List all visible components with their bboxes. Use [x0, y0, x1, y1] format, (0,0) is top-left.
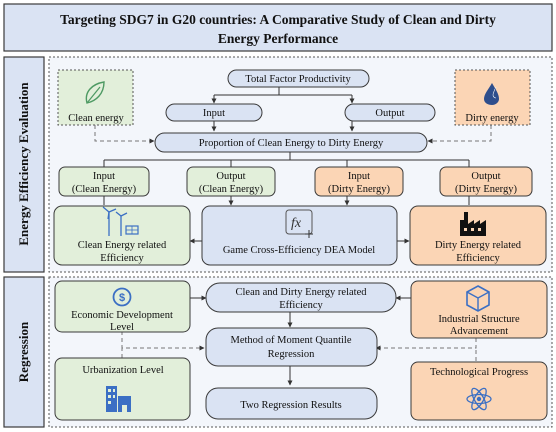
function-icon: fx	[285, 209, 313, 238]
section-label-efficiency	[3, 56, 45, 273]
title-box	[3, 3, 553, 52]
regression-results-label: Two Regression Results	[240, 400, 341, 411]
section-label-regression	[3, 276, 45, 428]
wind-solar-icon	[102, 206, 139, 236]
oil-drop-icon	[484, 83, 499, 105]
industrial-structure-l1: Industrial Structure	[438, 314, 520, 325]
regression-results-box	[205, 387, 378, 420]
clean-output-l2: (Clean Energy)	[199, 184, 264, 195]
svg-text:fx: fx	[291, 216, 302, 231]
input-label: Input	[203, 108, 225, 119]
dea-label: Game Cross-Efficiency DEA Model	[223, 245, 375, 256]
clean-dirty-efficiency-l2: Efficiency	[279, 300, 323, 311]
section-efficiency-text: Energy Efficiency Evaluation	[16, 82, 31, 246]
clean-energy-box	[57, 69, 134, 126]
dirty-efficiency-l2: Efficiency	[456, 253, 500, 264]
output-label: Output	[375, 108, 404, 119]
title-line-1: Targeting SDG7 in G20 countries: A Compa…	[60, 12, 496, 27]
clean-dirty-efficiency-box	[205, 282, 397, 313]
section-regression-text: Regression	[16, 321, 31, 382]
clean-energy-label: Clean energy	[68, 113, 124, 124]
clean-efficiency-box	[53, 205, 191, 266]
mmqr-l1: Method of Moment Quantile	[230, 335, 351, 346]
dirty-efficiency-l1: Dirty Energy related	[435, 240, 522, 251]
clean-input-l2: (Clean Energy)	[72, 184, 137, 195]
dirty-output-l1: Output	[471, 171, 500, 182]
clean-input-box	[58, 166, 150, 197]
cube-icon	[466, 285, 490, 312]
mmqr-l2: Regression	[268, 349, 315, 360]
title-line-2: Energy Performance	[218, 31, 338, 46]
proportion-label: Proportion of Clean Energy to Dirty Ener…	[199, 138, 384, 149]
atom-icon	[466, 387, 492, 411]
dirty-input-l2: (Dirty Energy)	[328, 184, 390, 195]
clean-output-l1: Output	[216, 171, 245, 182]
clean-input-l1: Input	[93, 171, 115, 182]
econ-development-box	[54, 280, 191, 333]
econ-development-l2: Level	[110, 322, 134, 333]
clean-efficiency-l1: Clean Energy related	[78, 240, 167, 251]
input-box	[165, 103, 263, 122]
tfp-label: Total Factor Productivity	[245, 74, 351, 85]
dirty-input-l1: Input	[348, 171, 370, 182]
proportion-box	[154, 132, 428, 153]
industrial-structure-l2: Advancement	[450, 326, 508, 337]
econ-development-l1: Economic Development	[71, 310, 173, 321]
svg-text:$: $	[119, 292, 125, 304]
clean-dirty-efficiency-l1: Clean and Dirty Energy related	[235, 287, 367, 298]
output-box	[344, 103, 436, 122]
dea-box	[201, 205, 398, 266]
factory-icon	[460, 212, 486, 236]
tfp-box	[227, 69, 370, 88]
industrial-structure-box	[410, 280, 548, 339]
dirty-input-box	[314, 166, 404, 197]
dirty-output-l2: (Dirty Energy)	[455, 184, 517, 195]
mmqr-box	[205, 327, 378, 367]
urbanization-label: Urbanization Level	[82, 365, 163, 376]
dollar-coin-icon: $	[112, 287, 132, 307]
tech-progress-label: Technological Progress	[430, 367, 528, 378]
leaf-icon	[85, 81, 105, 104]
dirty-energy-label: Dirty energy	[465, 113, 519, 124]
clean-efficiency-l2: Efficiency	[100, 253, 144, 264]
clean-output-box	[186, 166, 276, 197]
buildings-icon	[106, 386, 131, 412]
dirty-output-box	[439, 166, 533, 197]
urbanization-box	[54, 357, 191, 421]
